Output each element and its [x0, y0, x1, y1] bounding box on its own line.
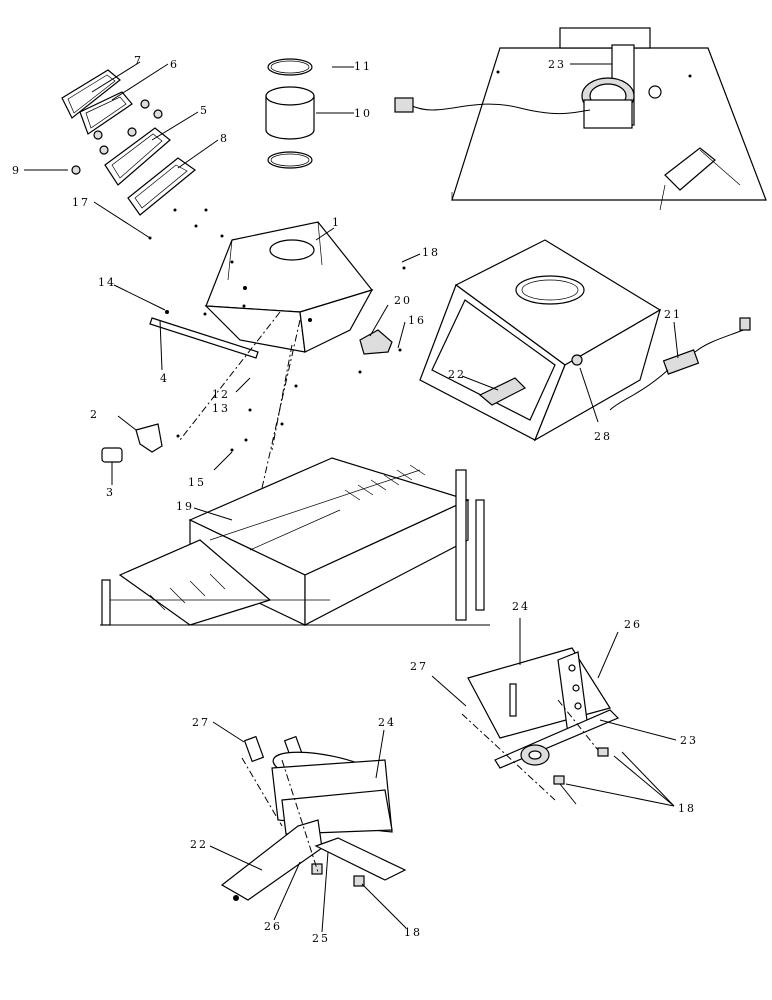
callout-16: 16	[408, 314, 426, 327]
callout-7: 7	[134, 54, 143, 67]
callout-17: 17	[72, 196, 90, 209]
callout-14: 14	[98, 276, 116, 289]
callout-18-right: 18	[678, 802, 696, 815]
callout-23-upper: 23	[548, 58, 566, 71]
callout-26-right: 26	[624, 618, 642, 631]
callout-18-upper: 18	[422, 246, 440, 259]
bracket-detail-right	[461, 647, 620, 801]
small-parts	[101, 310, 393, 463]
hopper-cover-assembly	[394, 27, 767, 211]
callout-1: 1	[332, 216, 341, 229]
main-hopper	[148, 208, 406, 452]
callout-5: 5	[200, 104, 209, 117]
callout-labels: 7 6 5 8 9 17 11 10 1 18 14 20 16 4 12 13…	[12, 54, 698, 945]
callout-24-left: 24	[378, 716, 396, 729]
callout-23-lower: 23	[680, 734, 698, 747]
callout-15: 15	[188, 476, 206, 489]
callout-26-left: 26	[264, 920, 282, 933]
leader-lines	[24, 61, 679, 933]
callout-2: 2	[90, 408, 99, 421]
callout-10: 10	[354, 107, 372, 120]
callout-11: 11	[354, 60, 372, 73]
callout-13: 13	[212, 402, 230, 415]
callout-27-right: 27	[410, 660, 428, 673]
callout-21: 21	[664, 308, 682, 321]
assembly-centerlines	[179, 311, 301, 489]
frame-ribs	[149, 464, 426, 611]
bracket-detail-left	[220, 735, 407, 901]
callout-6: 6	[170, 58, 179, 71]
callout-22-upper: 22	[448, 368, 466, 381]
callout-18-left: 18	[404, 926, 422, 939]
callout-19: 19	[176, 500, 194, 513]
gasket-set	[61, 69, 196, 216]
callout-22-left: 22	[190, 838, 208, 851]
callout-20: 20	[394, 294, 412, 307]
callout-9: 9	[12, 164, 21, 177]
callout-4: 4	[160, 372, 169, 385]
callout-28: 28	[594, 430, 612, 443]
hopper-assembly-right	[419, 239, 751, 442]
callout-3: 3	[106, 486, 115, 499]
callout-27-left: 27	[192, 716, 210, 729]
callout-25: 25	[312, 932, 330, 945]
machine-frame	[100, 457, 490, 626]
callout-12: 12	[212, 388, 230, 401]
callout-8: 8	[220, 132, 229, 145]
callout-24-right: 24	[512, 600, 530, 613]
tube-and-rings	[265, 58, 315, 169]
